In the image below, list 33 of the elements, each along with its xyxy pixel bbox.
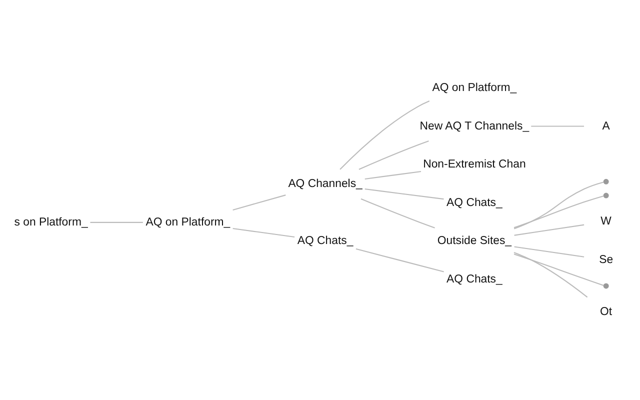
connector [364,171,422,180]
connector [514,246,584,258]
node-text: s on Platform_ [14,216,88,228]
node-text: Se [599,254,614,266]
connector [340,100,430,170]
connector [232,194,286,210]
node-text: AQ on Platform_ [432,82,517,94]
node-text: AQ Chats_ [297,235,354,248]
node-text: Outside Sites_ [437,235,512,248]
node-text: AQ Channels_ [288,178,362,190]
node-circle [603,283,609,289]
node-text: AQ Chats_ [446,273,502,286]
connector [514,252,588,298]
connector [531,126,584,127]
node-circle [603,178,609,184]
node-text: Ot [600,306,612,318]
connector [364,188,444,200]
connector [514,182,604,230]
node-text: W [600,216,612,228]
connector [514,195,604,228]
node-text: New AQ T Channels_ [420,120,530,132]
connector [232,228,295,238]
connector [358,140,429,170]
connector [514,224,584,236]
connector [360,198,435,228]
connector [514,254,604,286]
node-text: Non-Extremist Chan [423,158,526,171]
connector [90,222,143,223]
node-text: AQ Chats_ [446,196,502,209]
connector [356,248,444,272]
node-circle [603,192,609,198]
node-text: AQ on Platform_ [146,216,230,228]
node-text: A [602,120,610,132]
